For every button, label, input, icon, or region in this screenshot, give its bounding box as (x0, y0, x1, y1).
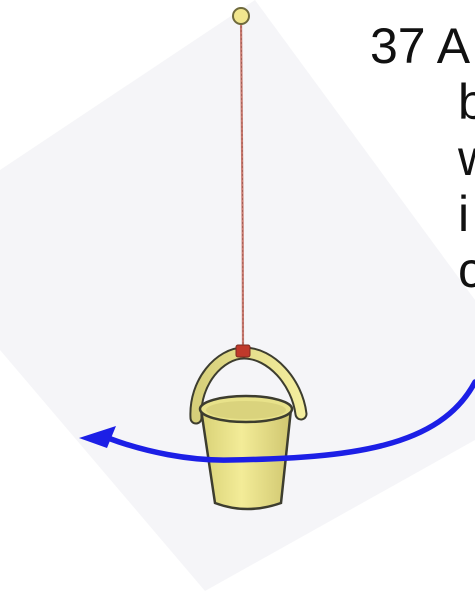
problem-text-line-5: c (458, 242, 475, 298)
problem-first-line: 37 A (370, 18, 470, 74)
problem-text: 37 A b w i c (370, 18, 475, 398)
rope-attachment-knot (235, 344, 251, 358)
problem-text-line-3: w (458, 130, 475, 186)
pivot-point (232, 7, 250, 25)
problem-text-line-2: b (458, 74, 475, 130)
problem-number: 37 (370, 18, 426, 74)
rope-texture (240, 17, 244, 351)
problem-text-line-1: A (436, 18, 471, 74)
rotation-arrow (105, 379, 475, 463)
bucket-inner (206, 401, 286, 419)
problem-text-line-4: i (458, 186, 470, 242)
arrow-head (79, 426, 116, 448)
